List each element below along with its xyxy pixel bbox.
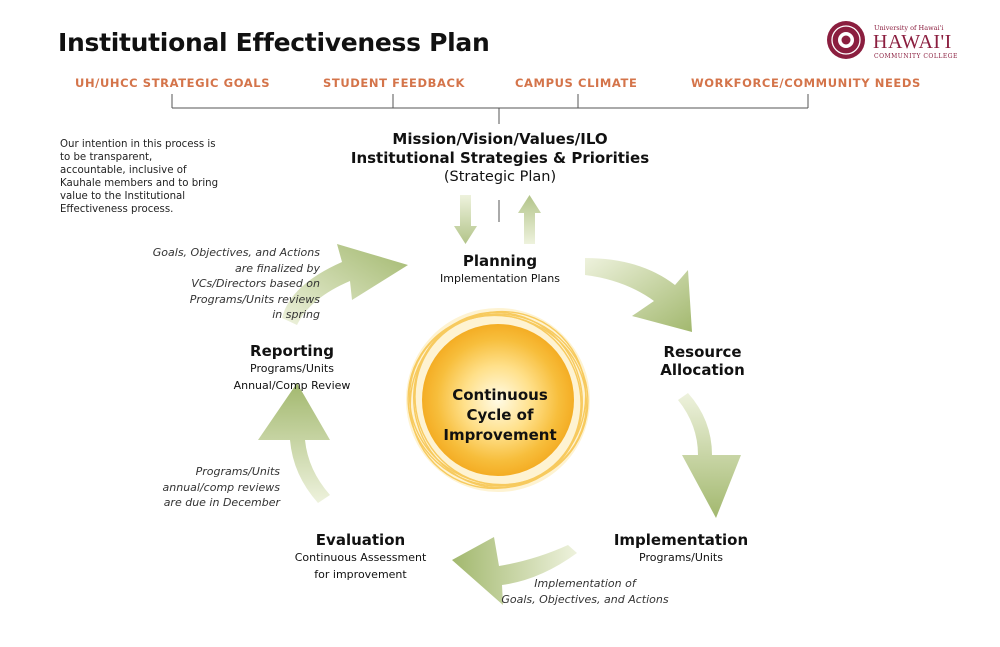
implementation-subtitle: Programs/Units <box>639 551 723 564</box>
note-line: Goals, Objectives, and Actions <box>152 246 320 259</box>
resource-title-line2: Allocation <box>660 361 745 379</box>
continuous-cycle-sun-icon <box>406 308 590 492</box>
note-line: Goals, Objectives, and Actions <box>501 592 669 606</box>
note-line: VCs/Directors based on <box>191 277 320 290</box>
input-label-strategic-goals: UH/UHCC STRATEGIC GOALS <box>75 76 271 90</box>
center-cycle-label: Continuous Cycle of Improvement <box>420 385 580 445</box>
resource-title-line1: Resource <box>663 343 742 361</box>
note-line: are finalized by <box>235 261 320 275</box>
evaluation-title: Evaluation <box>315 531 406 549</box>
page-title: Institutional Effectiveness Plan <box>58 28 490 57</box>
arrow-evaluation-to-reporting <box>258 383 330 503</box>
arrow-planning-to-resource <box>585 258 692 332</box>
center-line3: Improvement <box>443 426 557 444</box>
strategies-line: Institutional Strategies & Priorities <box>350 148 650 167</box>
note-reporting-to-planning: Goals, Objectives, and Actions are final… <box>130 245 320 323</box>
reporting-title: Reporting <box>250 342 334 360</box>
reporting-subtitle-line2: Annual/Comp Review <box>233 379 351 392</box>
note-evaluation-to-reporting: Programs/Units annual/comp reviews are d… <box>130 464 280 511</box>
university-seal-icon <box>827 21 865 59</box>
evaluation-subtitle-line2: for improvement <box>314 568 407 581</box>
note-implementation-to-evaluation: Implementation of Goals, Objectives, and… <box>470 576 700 607</box>
note-line: are due in December <box>163 496 280 509</box>
up-arrow-icon <box>518 195 541 244</box>
stage-planning: Planning Implementation Plans <box>420 252 580 287</box>
note-line: annual/comp reviews <box>162 480 280 494</box>
implementation-title: Implementation <box>613 531 749 549</box>
intention-statement: Our intention in this process is to be t… <box>60 139 219 215</box>
planning-title: Planning <box>462 252 538 270</box>
college-logo: University of Hawai'i HAWAI'I Community … <box>826 18 957 70</box>
down-arrow-icon <box>454 195 477 244</box>
logo-line-college: Community College <box>874 53 958 60</box>
mission-block: Mission/Vision/Values/ILO Institutional … <box>300 130 700 187</box>
logo-line-hawaii: HAWAI'I <box>873 31 952 53</box>
arrow-resource-to-implementation <box>678 393 741 518</box>
input-label-campus-climate: CAMPUS CLIMATE <box>515 76 638 90</box>
input-label-student-feedback: STUDENT FEEDBACK <box>323 76 466 90</box>
note-line: Programs/Units reviews <box>189 292 320 306</box>
strategic-plan-line: (Strategic Plan) <box>443 169 557 185</box>
input-bracket <box>171 94 809 222</box>
reporting-subtitle-line1: Programs/Units <box>250 362 334 375</box>
note-line: in spring <box>272 308 320 321</box>
mission-line: Mission/Vision/Values/ILO <box>392 130 608 148</box>
stage-resource-allocation: Resource Allocation <box>640 343 765 379</box>
stage-evaluation: Evaluation Continuous Assessment for imp… <box>278 531 443 583</box>
stage-reporting: Reporting Programs/Units Annual/Comp Rev… <box>222 342 362 394</box>
input-label-workforce-needs: WORKFORCE/COMMUNITY NEEDS <box>691 76 921 90</box>
logo-line-university: University of Hawai'i <box>874 24 944 32</box>
center-line1: Continuous <box>452 386 548 404</box>
note-line: Programs/Units <box>195 465 280 478</box>
stage-implementation: Implementation Programs/Units <box>596 531 766 566</box>
note-line: Implementation of <box>534 577 636 590</box>
arrow-implementation-to-evaluation <box>452 537 577 605</box>
center-line2: Cycle of <box>466 406 534 424</box>
planning-subtitle: Implementation Plans <box>440 272 560 285</box>
evaluation-subtitle-line1: Continuous Assessment <box>294 551 427 564</box>
arrow-reporting-to-planning <box>282 244 408 325</box>
